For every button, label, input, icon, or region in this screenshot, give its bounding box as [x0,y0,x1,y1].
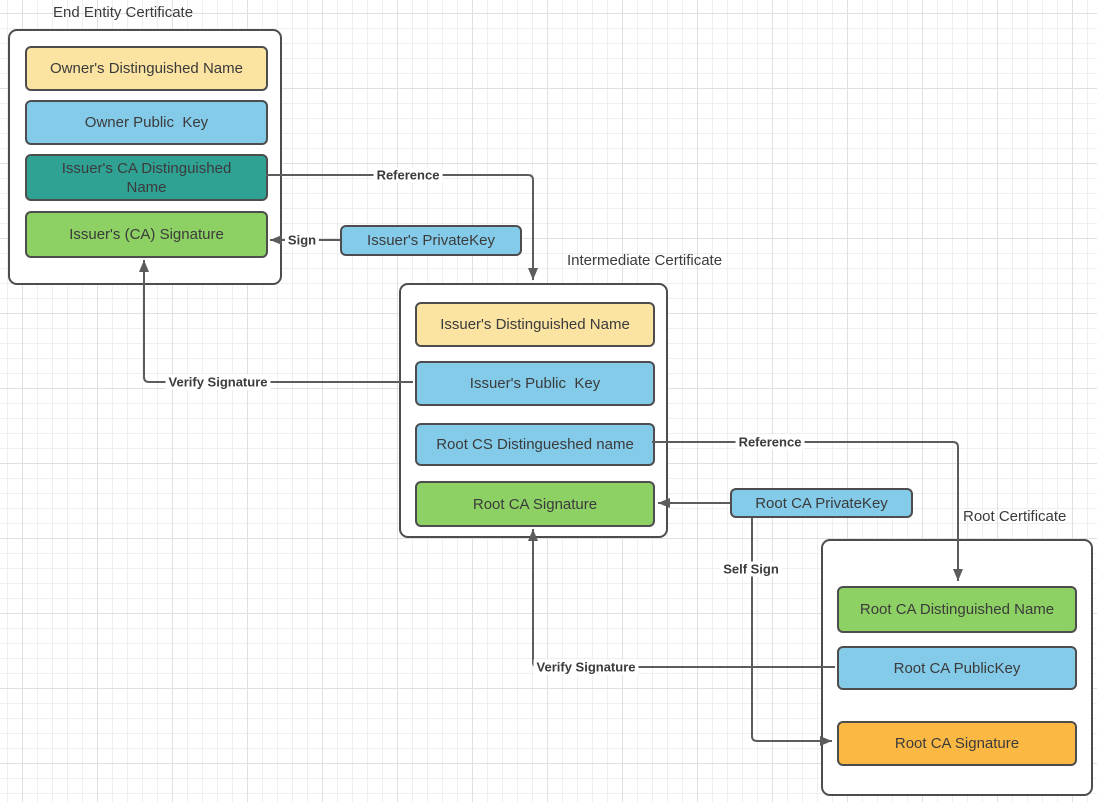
root-certificate-title: Root Certificate [963,508,1067,525]
issuer-distinguished-name-field: Issuer's Distinguished Name [415,302,655,347]
issuer-private-key-box: Issuer's PrivateKey [340,225,522,256]
self-sign-arrow [751,518,832,746]
root-ca-public-key-label: Root CA PublicKey [893,659,1021,677]
root-certificate-container: Root CA Distinguished Name Root CA Publi… [821,539,1093,796]
end-entity-certificate-title: End Entity Certificate [53,4,194,21]
issuer-distinguished-name-label: Issuer's Distinguished Name [440,316,630,333]
root-ca-public-key-field: Root CA PublicKey [837,646,1077,690]
verify-signature-arrow-2 [528,529,835,668]
sign-label: Sign [284,232,320,248]
verify-signature-label-1: Verify Signature [165,374,271,390]
reference-label-2: Reference [735,434,805,450]
verify-signature-label-2: Verify Signature [533,659,639,675]
root-cs-distinguished-name-label: Root CS Distingueshed name [436,436,634,453]
root-ca-distinguished-name-label: Root CA Distinguished Name [859,601,1055,618]
issuer-public-key-label: Issuer's Public Key [469,375,601,392]
owner-distinguished-name-label: Owner's Distinguished Name [50,60,243,77]
root-ca-signature-field: Root CA Signature [837,721,1077,766]
issuer-ca-signature-label: Issuer's (CA) Signature [69,226,224,243]
intermediate-certificate-title: Intermediate Certificate [567,252,723,269]
issuer-ca-distinguished-name-field: Issuer's CA Distinguished Name [25,154,268,201]
root-ca-private-key-label: Root CA PrivateKey [755,494,888,512]
root-ca-distinguished-name-field: Root CA Distinguished Name [837,586,1077,633]
intermediate-root-ca-signature-field: Root CA Signature [415,481,655,527]
root-cs-distinguished-name-field: Root CS Distingueshed name [415,423,655,466]
owner-public-key-field: Owner Public Key [25,100,268,145]
issuer-ca-signature-field: Issuer's (CA) Signature [25,211,268,258]
root-ca-private-key-box: Root CA PrivateKey [730,488,913,518]
end-entity-certificate-container: Owner's Distinguished Name Owner Public … [8,29,282,285]
self-sign-label: Self Sign [720,561,782,577]
intermediate-root-ca-signature-label: Root CA Signature [472,495,598,513]
root-ca-signature-label: Root CA Signature [894,735,1020,752]
reference-label-1: Reference [373,167,443,183]
issuer-public-key-field: Issuer's Public Key [415,361,655,406]
owner-distinguished-name-field: Owner's Distinguished Name [25,46,268,91]
intermediate-certificate-container: Issuer's Distinguished Name Issuer's Pub… [399,283,668,538]
issuer-private-key-label: Issuer's PrivateKey [367,232,495,249]
owner-public-key-label: Owner Public Key [84,114,209,131]
issuer-ca-distinguished-name-label: Issuer's CA Distinguished Name [61,159,236,196]
